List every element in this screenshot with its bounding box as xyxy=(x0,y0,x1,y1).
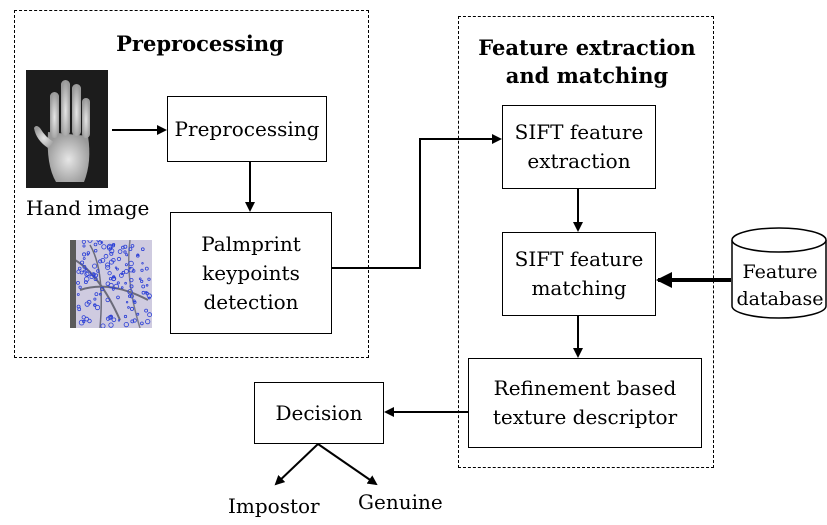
decision-box: Decision xyxy=(254,382,384,444)
sift-extraction-box: SIFT feature extraction xyxy=(502,105,656,189)
feature-database-cylinder xyxy=(731,227,827,319)
feature-database-label: Feature database xyxy=(736,261,824,310)
preprocessing-box: Preprocessing xyxy=(167,96,327,162)
hand-image-label: Hand image xyxy=(26,196,150,220)
preprocessing-group-title: Preprocessing xyxy=(116,31,284,56)
arrow-keypoints-to-extraction xyxy=(332,134,502,269)
refinement-descriptor-box: Refinement based texture descriptor xyxy=(468,358,702,448)
preprocessing-group xyxy=(14,10,369,358)
keypoints-detection-box: Palmprint keypoints detection xyxy=(170,212,332,334)
hand-image xyxy=(26,70,108,188)
feature-group xyxy=(458,16,714,468)
feature-group-title: Feature extraction and matching xyxy=(478,35,696,88)
impostor-label: Impostor xyxy=(228,494,320,518)
arrow-decision-to-genuine xyxy=(317,443,378,486)
sift-matching-box: SIFT feature matching xyxy=(502,232,656,316)
palm-keypoints-image xyxy=(70,240,152,328)
genuine-label: Genuine xyxy=(358,490,443,514)
arrow-decision-to-impostor xyxy=(274,443,319,486)
